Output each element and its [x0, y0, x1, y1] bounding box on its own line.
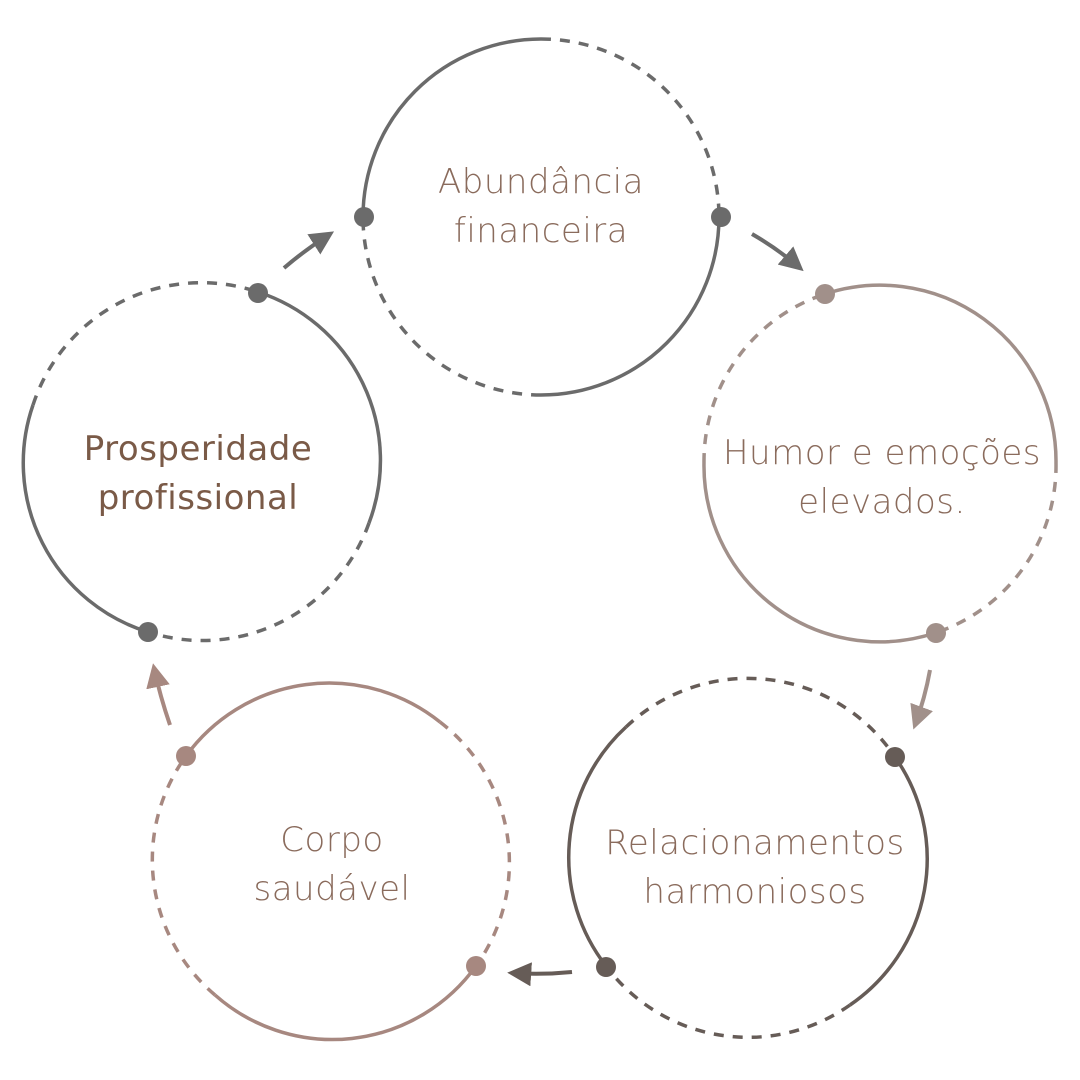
solid-arc [257, 290, 383, 524]
solid-arc [184, 681, 442, 758]
connector-dot [138, 622, 158, 642]
arrow-abundancia-to-humor [751, 232, 804, 272]
dashed-arc [624, 676, 897, 758]
dashed-arc [147, 522, 371, 643]
connector-dot [596, 957, 616, 977]
solid-arc [567, 725, 628, 968]
connector-dot [354, 207, 374, 227]
connector-dot [176, 746, 196, 766]
dashed-arc [438, 720, 512, 968]
connector-dot [926, 623, 946, 643]
dashed-arc [540, 37, 721, 218]
dashed-arc [604, 964, 852, 1040]
label-humor-emocoes: Humor e emoções elevados. [722, 433, 1041, 522]
solid-arc [361, 37, 542, 218]
node-prosperidade-profissional [21, 280, 383, 643]
dashed-arc [934, 462, 1058, 635]
solid-arc [213, 964, 478, 1042]
label-relacionamentos: Relacionamentos harmoniosos [605, 823, 905, 912]
connector-dot [815, 284, 835, 304]
arrow-corpo-to-prosperidade [146, 663, 172, 726]
solid-arc [849, 755, 929, 1007]
arrow-relacionamentos-to-corpo [507, 962, 573, 987]
node-abundancia-financeira [354, 37, 731, 397]
arrow-humor-to-relacionamentos [910, 669, 933, 730]
label-corpo-saudavel: Corpo saudável [253, 820, 411, 909]
solid-arc [540, 216, 721, 397]
node-relacionamentos [567, 676, 929, 1040]
connector-dot [885, 747, 905, 767]
solid-arc [824, 283, 1058, 464]
dashed-arc [361, 216, 542, 397]
arrow-prosperidade-to-abundancia [282, 231, 335, 270]
node-corpo-saudavel [150, 681, 512, 1042]
label-abundancia-financeira: Abundância financeira [438, 162, 644, 251]
solid-arc [21, 404, 149, 634]
dashed-arc [31, 280, 259, 406]
solid-arc [702, 462, 936, 644]
connector-dot [711, 207, 731, 227]
connector-dot [466, 956, 486, 976]
node-humor-emocoes [702, 283, 1058, 644]
label-prosperidade-profissional: Prosperidade profissional [83, 429, 313, 518]
dashed-arc [702, 292, 826, 464]
connector-dot [248, 283, 268, 303]
